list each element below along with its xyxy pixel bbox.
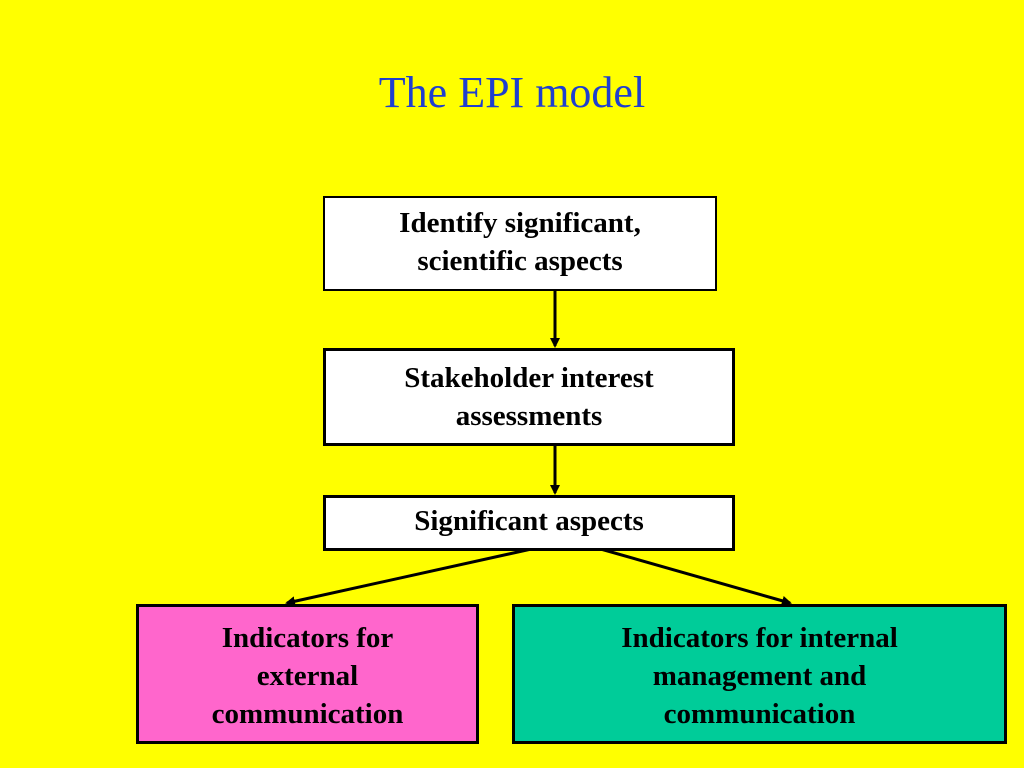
node-external-indicators: Indicators for external communication: [136, 604, 479, 744]
node-internal-indicators-label: Indicators for internal management and c…: [621, 622, 898, 730]
node-internal-indicators: Indicators for internal management and c…: [512, 604, 1007, 744]
node-significant-aspects-label: Significant aspects: [414, 505, 644, 537]
arrow-significant-to-internal: [589, 544, 792, 606]
slide-title: The EPI model: [378, 68, 646, 117]
node-external-indicators-label: Indicators for external communication: [211, 622, 404, 730]
arrow-significant-to-external: [285, 544, 546, 607]
node-stakeholder-assessments-label: Stakeholder interest assessments: [404, 362, 654, 432]
node-stakeholder-assessments: Stakeholder interest assessments: [323, 348, 735, 446]
node-significant-aspects: Significant aspects: [323, 495, 735, 551]
node-identify-aspects: Identify significant, scientific aspects: [323, 196, 717, 291]
node-identify-aspects-label: Identify significant, scientific aspects: [399, 207, 641, 277]
